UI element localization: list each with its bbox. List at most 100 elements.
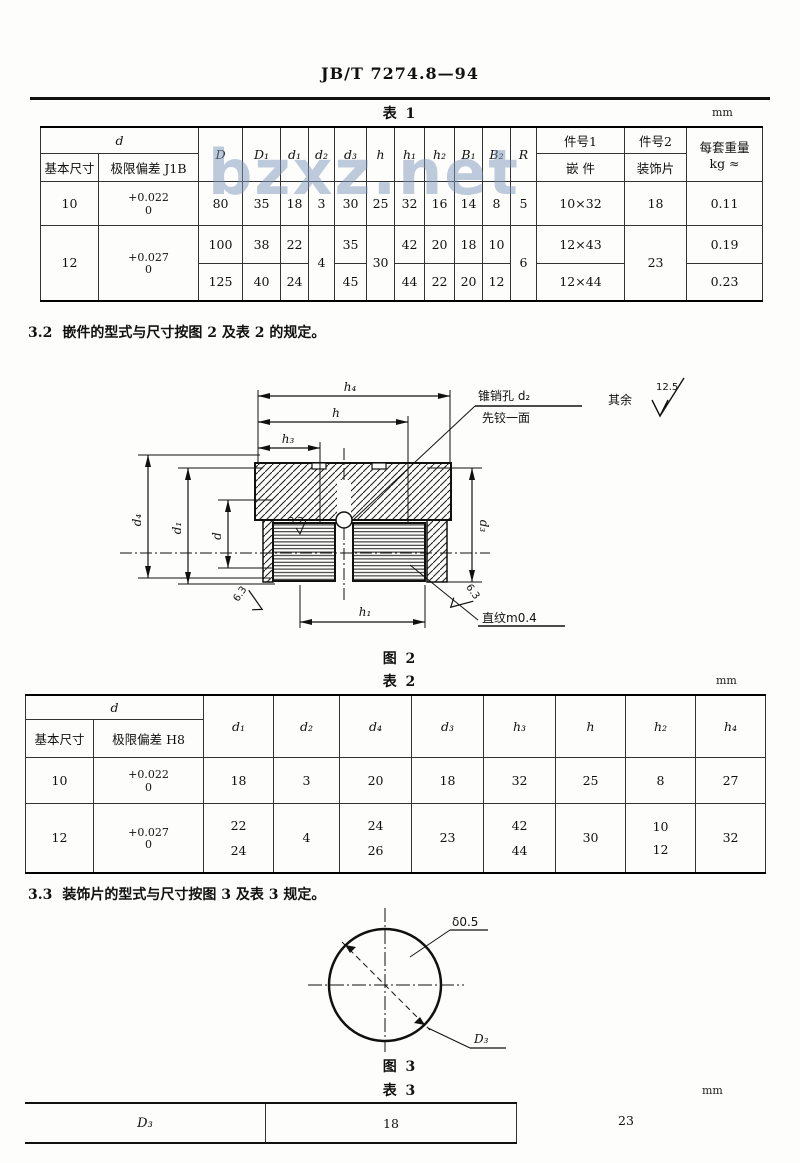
value-top: 24 [367,817,384,833]
cell-h1: 42 [394,224,426,264]
callout-ream-first: 先铰一面 [482,410,530,425]
cell-size: 12 [25,802,94,874]
cell-h2: 16 [424,180,456,226]
dim-label-h3: h₃ [282,432,295,446]
callout-leader [350,405,476,523]
table2-col-h2: h₂ [625,694,697,758]
standard-code: JB/T 7274.8—94 [321,64,479,83]
header-rule [30,97,770,100]
table1-unit: mm [712,106,733,119]
cell-d1: 22 [280,224,310,264]
tol-lower: 0 [145,838,152,852]
cell-h4: 27 [695,756,767,804]
table3-value-2: 23 [618,1113,634,1128]
weight-label: 每套重量 [699,140,750,156]
cell-insert: 12×43 [536,224,626,264]
dim-label-d3: d₃ [477,520,491,533]
table1: d D D₁ d₁ d₂ d₃ h h₁ h₂ B₁ B₂ R 件号1 件号2 … [39,126,764,302]
cell-B1: 18 [454,224,484,264]
dim-label-h1: h₁ [359,605,372,619]
table1-col-d1: d₁ [280,126,310,182]
value-bottom: 26 [367,842,384,858]
cell-D: 80 [198,180,244,226]
flange-section [254,462,452,521]
knurl-leader [409,564,479,621]
cell-trim: 23 [624,224,688,302]
left-wall-section [262,519,274,583]
cell-h2: 20 [424,224,456,264]
table1-col-R: R [510,126,538,182]
table1-head-tol: 极限偏差 J1B [97,152,200,182]
figure2-caption: 图 2 [382,651,418,667]
section-3-2-number: 3.2 [28,325,53,341]
cell-insert: 12×44 [536,262,626,302]
dim-label-h: h [332,406,340,420]
cell-B2: 10 [482,224,512,264]
cell-B2: 8 [482,180,512,226]
cell-h1: 32 [394,180,426,226]
dim-label-h4: h₄ [344,380,357,394]
taper-pin-hole [335,511,353,529]
table2-col-h4: h₄ [695,694,767,758]
cell-d3: 18 [411,756,485,804]
cell-d4: 20 [339,756,413,804]
cell-d3: 45 [334,262,368,302]
section-3-3-text: 装饰片的型式与尺寸按图 3 及表 3 规定。 [62,887,326,903]
cell-size: 10 [40,180,99,226]
top-notch-right [371,462,387,470]
tol-lower: 0 [145,263,152,277]
table3-value-1: 18 [265,1104,517,1142]
thickness-leader [409,929,451,958]
table1-head-basic: 基本尺寸 [40,152,99,182]
value-bottom: 12 [652,841,669,857]
cell-d2: 3 [308,180,336,226]
table1-head-insert: 嵌 件 [536,152,626,182]
cell-weight: 0.11 [686,180,764,226]
dim-label-d4: d₄ [130,514,144,527]
table2-col-d3: d₃ [411,694,485,758]
cell-d3: 35 [334,224,368,264]
cell-h: 25 [366,180,396,226]
roughness-value-left: 6.3 [231,585,249,604]
cell-R: 5 [510,180,538,226]
figure3-drawing: δ0.5 D₃ [308,908,506,1052]
tol-upper: +0.022 [128,191,169,205]
tol-lower: 0 [145,780,152,794]
value-top: 10 [652,818,669,834]
figure2-drawing: h₄ h h₃ h₁ d₄ d₁ d d₃ [120,377,685,628]
knurl-note: 直纹m0.4 [482,611,537,625]
cell-weight: 0.19 [686,224,764,264]
tol-upper: +0.027 [128,826,169,840]
cell-h1: 44 [394,262,426,302]
diameter-label: D₃ [473,1032,489,1046]
rest-roughness-label: 其余 [608,392,632,407]
table1-head-d: d [39,126,200,154]
cell-D1: 40 [242,262,282,302]
table1-row-12b: 125 40 24 45 44 22 20 12 12×44 0.23 [41,262,764,302]
table3-label: D₃ [137,1115,153,1131]
roughness-symbol [651,377,685,418]
center-slot [337,480,351,520]
cell-D1: 35 [242,180,282,226]
table2: d d₁ d₂ d₄ d₃ h₃ h h₂ h₄ 基本尺寸 极限偏差 H8 10… [24,694,767,874]
cell-h4: 32 [695,802,767,874]
table2-col-h: h [555,694,627,758]
cell-h: 25 [555,756,627,804]
cell-d1: 18 [280,180,310,226]
tol-upper: +0.022 [128,768,169,782]
table1-col-h1: h₁ [394,126,426,182]
roughness-mark-left: 6.3 [231,585,264,611]
cell-d4: 24 26 [339,802,413,874]
cell-B1: 14 [454,180,484,226]
table2-unit: mm [716,674,737,687]
value-bottom: 44 [511,842,528,858]
cell-h: 30 [555,802,627,874]
